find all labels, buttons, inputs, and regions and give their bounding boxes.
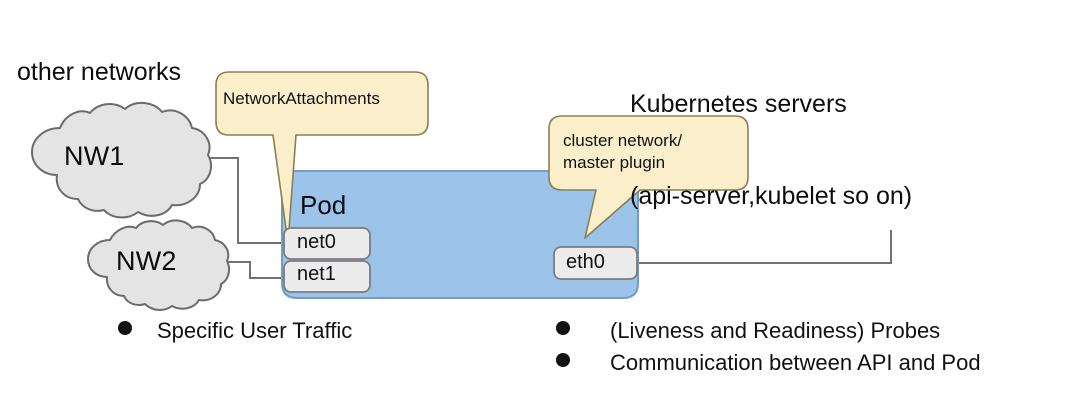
iface-box-net0 xyxy=(283,227,371,260)
callout-label-network-attachments: NetworkAttachments xyxy=(223,89,380,108)
bullet-dot-right-2 xyxy=(556,353,570,367)
callout-label-cluster-network-line1: cluster network/ xyxy=(563,131,683,150)
bullet-markers xyxy=(118,321,570,367)
pod-label: Pod xyxy=(300,190,347,220)
connector-eth0-apiserver xyxy=(637,230,892,264)
iface-box-eth0 xyxy=(553,246,638,280)
bullet-right-1: (Liveness and Readiness) Probes xyxy=(610,318,941,343)
callout-label-cluster-network-line2: master plugin xyxy=(563,153,666,173)
callout-cluster-network xyxy=(548,115,749,239)
bullet-dot-right-1 xyxy=(556,321,570,335)
cloud-label-nw1: NW1 xyxy=(64,141,125,171)
iface-label-net0: net0 xyxy=(297,231,336,253)
kubernetes-servers-title: Kubernetes servers (api-server,kubelet s… xyxy=(630,28,912,272)
other-networks-title: other networks xyxy=(17,58,181,86)
kubernetes-servers-title-line2: (api-server,kubelet so on) xyxy=(630,181,913,210)
cloud-label-nw2: NW2 xyxy=(116,246,177,276)
connector-nw1-net0 xyxy=(209,157,283,244)
iface-box-net1 xyxy=(283,260,371,293)
connector-nw2-net1 xyxy=(215,261,283,279)
callout-network-attachments xyxy=(215,71,429,244)
bullet-dot-left-1 xyxy=(118,321,132,335)
callout-label-cluster-network: cluster network/ master plugin xyxy=(563,130,682,174)
connector-lines xyxy=(209,157,892,279)
cloud-nw1 xyxy=(31,102,213,219)
interface-boxes xyxy=(283,227,638,293)
iface-label-eth0: eth0 xyxy=(566,251,605,273)
bullet-left-1: Specific User Traffic xyxy=(157,318,353,343)
bullet-right-2: Communication between API and Pod xyxy=(610,350,981,375)
cloud-nw2 xyxy=(87,219,230,311)
kubernetes-servers-title-line1: Kubernetes servers xyxy=(630,90,847,118)
iface-label-net1: net1 xyxy=(297,263,336,285)
